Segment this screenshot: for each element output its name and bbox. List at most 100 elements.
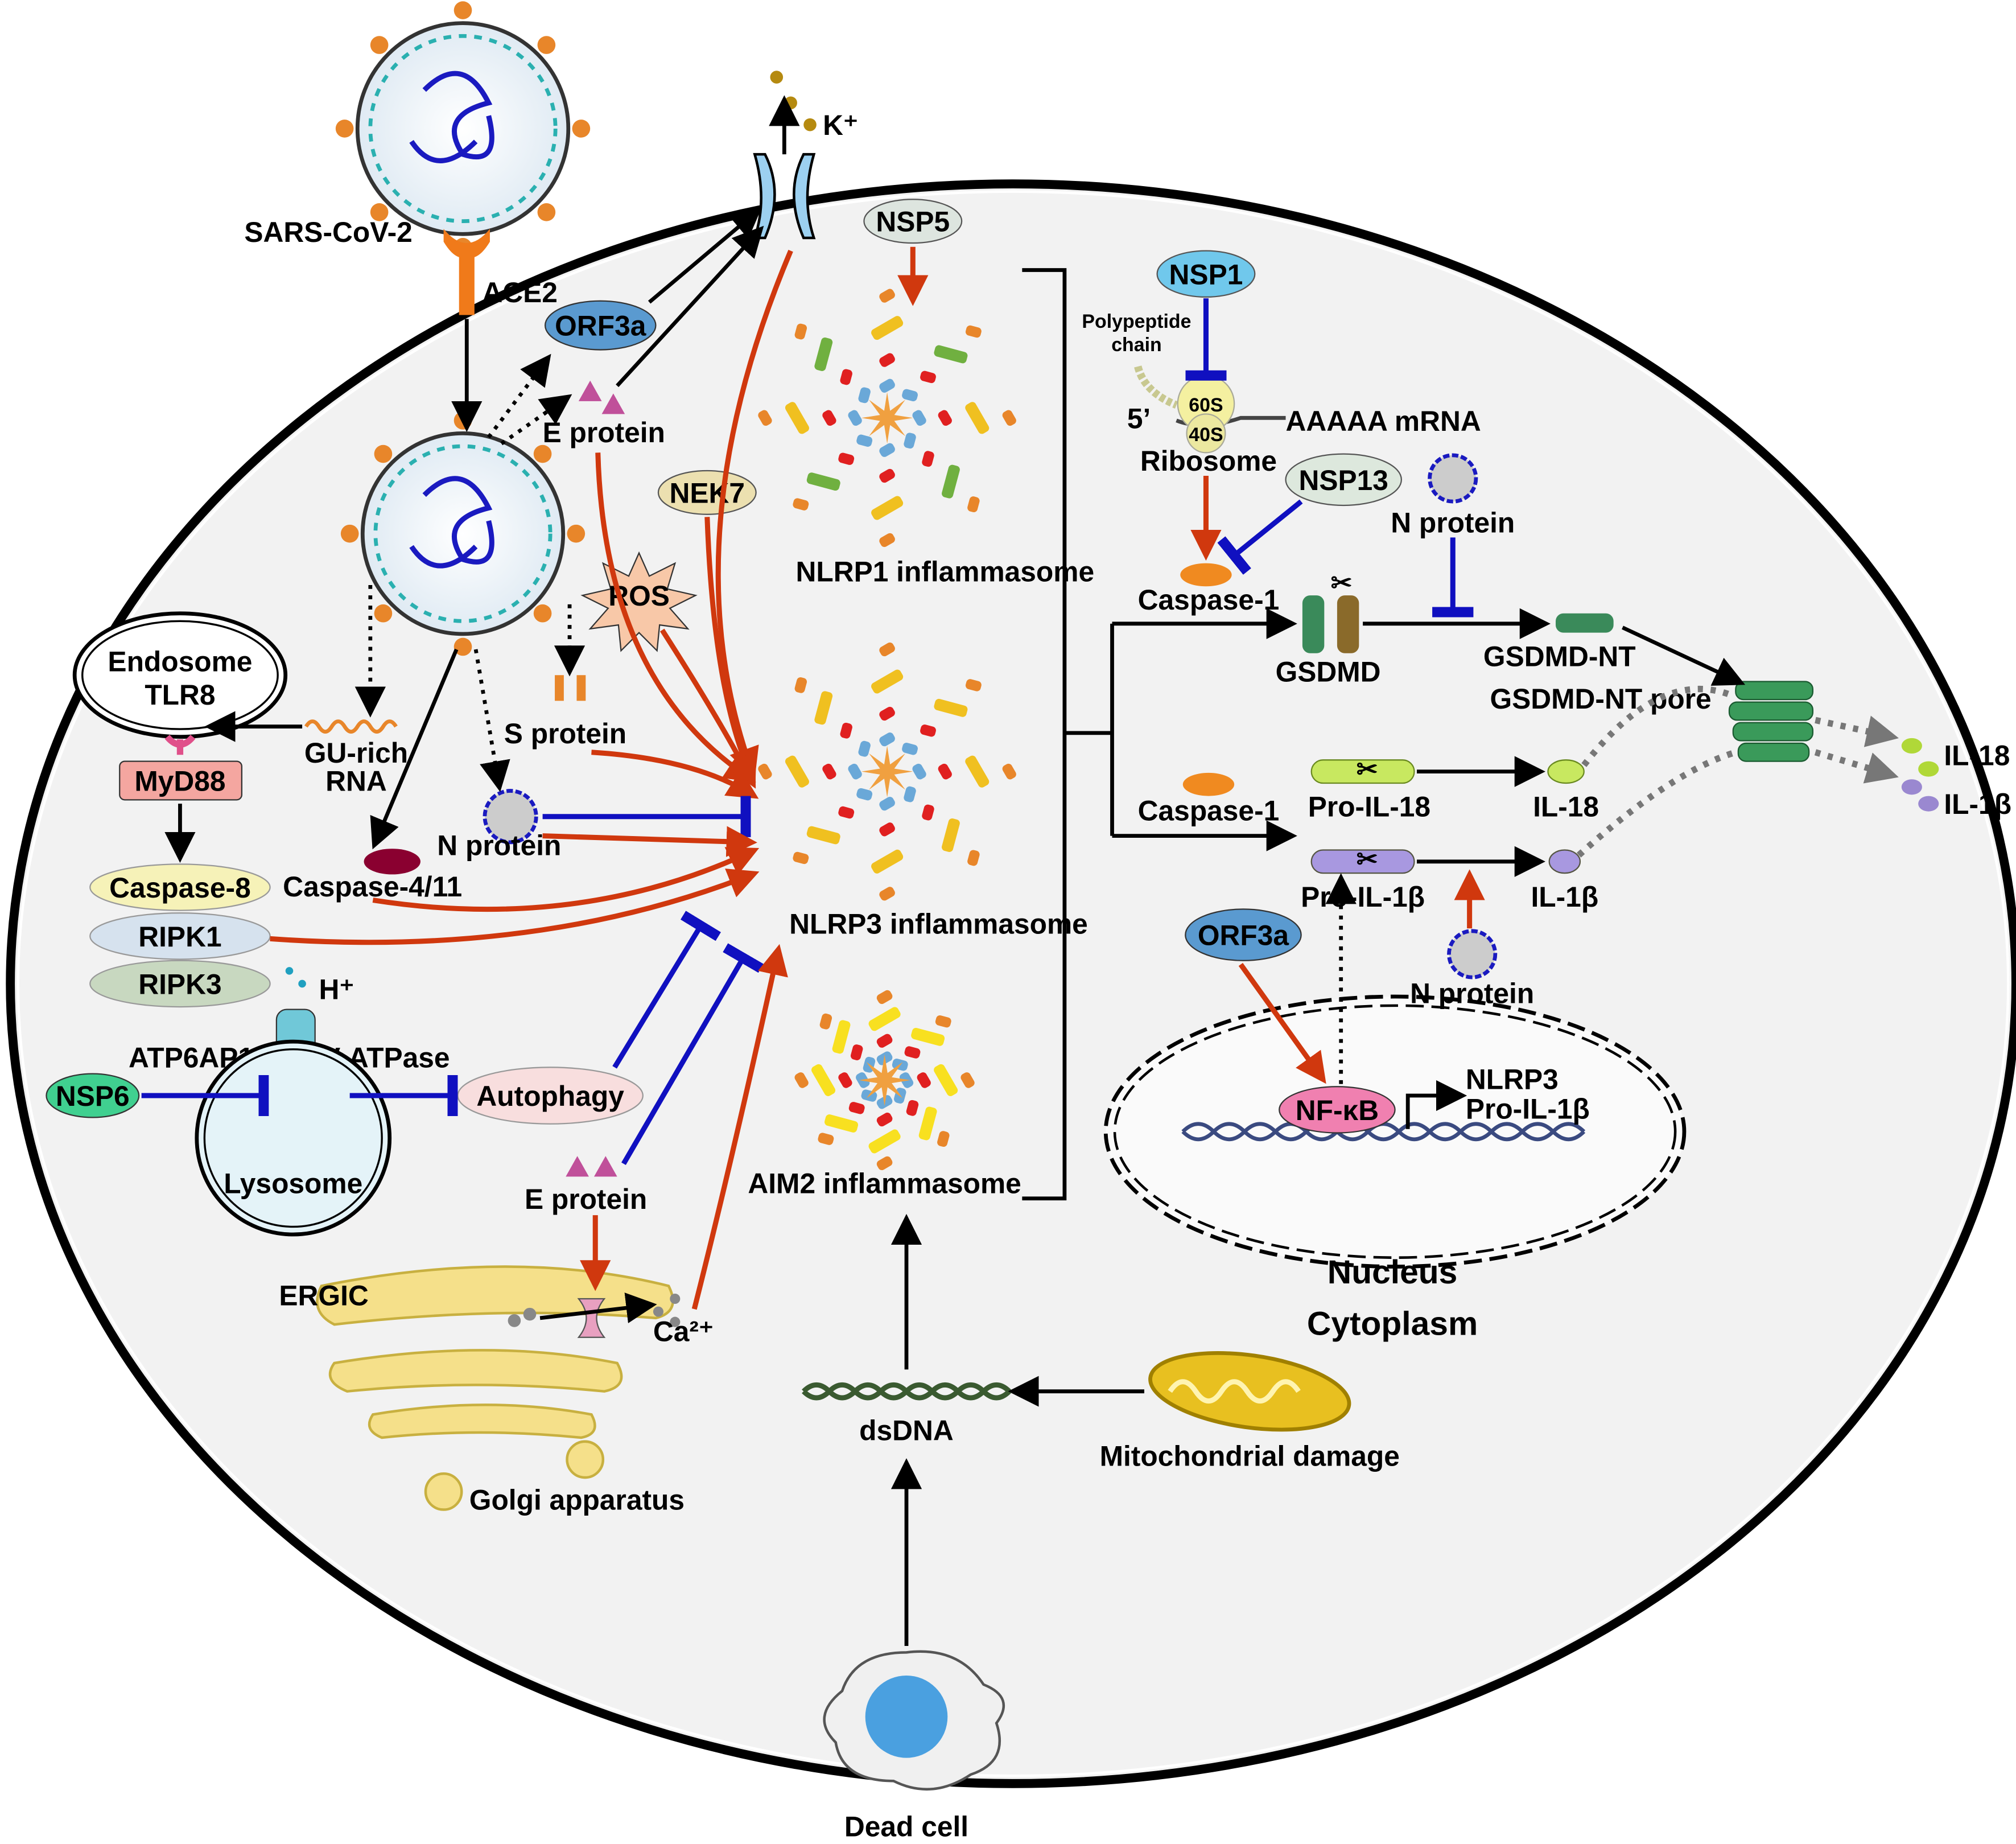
- pro-il-18-icon: [1310, 759, 1415, 784]
- inflammasome-subunit: [938, 410, 952, 426]
- svg-text:Endosome: Endosome: [108, 645, 252, 677]
- inflammasome-subunit: [960, 1072, 975, 1088]
- inflammasome-subunit: [1002, 410, 1016, 426]
- inflammasome-subunit: [879, 642, 895, 657]
- n-protein-left-label: N protein: [437, 830, 561, 862]
- inflammasome-subunit: [965, 755, 990, 788]
- mitochondrion-icon: [1148, 1351, 1351, 1432]
- ripk1-badge: RIPK1: [89, 912, 271, 960]
- inflammasome-subunit: [758, 410, 772, 426]
- inflammasome-subunit: [794, 323, 807, 340]
- mito-label: Mitochondrial damage: [1100, 1440, 1400, 1472]
- k-ion-label: K⁺: [823, 109, 858, 141]
- caspase-1b-icon: [1182, 772, 1235, 796]
- autophagy-badge: Autophagy: [457, 1067, 644, 1125]
- nsp13-badge: NSP13: [1285, 453, 1403, 507]
- inflammasome-subunit: [967, 850, 980, 866]
- inflammasome-subunit: [850, 1044, 863, 1060]
- n-protein-right-label: N protein: [1410, 977, 1534, 1009]
- inflammasome-subunit: [937, 1131, 950, 1147]
- svg-text:Autophagy: Autophagy: [476, 1080, 624, 1112]
- gu-rich-rna-icon: [304, 719, 398, 734]
- svg-text:Caspase-8: Caspase-8: [109, 872, 251, 904]
- n-protein-right-icon: [1447, 929, 1498, 979]
- n-protein-top-label: N protein: [1391, 507, 1515, 538]
- inflammasome-subunit: [934, 698, 968, 717]
- inflammasome-subunit: [965, 325, 982, 338]
- nlrp1-inflammasome-icon: [758, 289, 1016, 548]
- inflammasome-subunit: [920, 725, 936, 737]
- inflammasome-subunit: [848, 1102, 865, 1114]
- n-protein-icon: [483, 789, 538, 845]
- inflammasome-subunit: [856, 434, 873, 447]
- inflammasome-subunit: [922, 804, 934, 821]
- caspase-8-badge: Caspase-8: [89, 863, 271, 911]
- inflammasome-subunit: [934, 1064, 958, 1096]
- inflammasome-subunit: [879, 289, 895, 303]
- inflammasome-subunit: [785, 402, 809, 434]
- nlrp1-label: NLRP1 inflammasome: [795, 555, 1094, 587]
- inflammasome-subunit: [879, 887, 895, 901]
- orf3a-right-badge: ORF3a: [1185, 908, 1302, 961]
- svg-text:NSP13: NSP13: [1298, 464, 1388, 496]
- inflammasome-subunit: [879, 797, 895, 811]
- inflammasome-subunit: [967, 496, 980, 512]
- mrna-label: AAAAA mRNA: [1286, 405, 1481, 437]
- myd88-box: MyD88: [119, 760, 243, 801]
- inflammasome-subunit: [838, 452, 855, 465]
- polypeptide-chain-icon: [1134, 365, 1178, 409]
- gu-rich-rna-label-2: RNA: [325, 765, 387, 797]
- svg-text:✂: ✂: [1357, 755, 1378, 784]
- nsp5-badge: NSP5: [863, 199, 963, 244]
- inflammasome-subunit: [942, 464, 960, 499]
- svg-text:ORF3a: ORF3a: [555, 310, 646, 342]
- svg-text:MyD88: MyD88: [134, 765, 225, 797]
- inflammasome-subunit: [879, 443, 895, 457]
- il-18-out-label: IL-18: [1944, 739, 2010, 771]
- il-1b-icon: [1548, 849, 1581, 874]
- inflammasome-subunit: [879, 822, 895, 837]
- inflammasome-core: [859, 1054, 910, 1106]
- gsdmd-icon: ✂: [1302, 568, 1359, 653]
- inflammasome-subunit: [840, 369, 852, 385]
- inflammasome-subunit: [858, 387, 871, 404]
- inflammasome-subunit: [938, 763, 952, 780]
- inflammasome-subunit: [818, 1133, 834, 1145]
- svg-text:NSP5: NSP5: [876, 206, 950, 238]
- inflammasome-subunit: [793, 851, 809, 865]
- sars-cov-2-virion-icon: [335, 1, 591, 256]
- inflammasome-subunit: [868, 1129, 901, 1154]
- lysosome: Lysosome: [195, 1039, 392, 1237]
- pro-il-1b-gene-label: Pro-IL-1β: [1466, 1093, 1590, 1125]
- inflammasome-subunit: [871, 669, 904, 694]
- nlrp3-label: NLRP3 inflammasome: [789, 908, 1088, 940]
- svg-text:NSP6: NSP6: [56, 1080, 130, 1112]
- inflammasome-subunit: [934, 345, 968, 364]
- aim2-inflammasome-icon: [794, 990, 975, 1170]
- inflammasome-subunit: [920, 371, 936, 384]
- inflammasome-subunit: [879, 353, 895, 367]
- e-protein-icon: [578, 380, 625, 414]
- e-protein-top-label: E protein: [543, 417, 665, 448]
- inflammasome-subunit: [879, 706, 895, 721]
- inflammasome-subunit: [904, 786, 916, 802]
- dead-cell-icon: [823, 1650, 1005, 1791]
- inflammasome-core: [861, 746, 913, 797]
- h-ion-label: H⁺: [319, 974, 354, 1006]
- svg-text:RIPK1: RIPK1: [138, 921, 221, 953]
- inflammasome-subunit: [785, 755, 809, 788]
- inflammasome-subunit: [876, 990, 893, 1005]
- inflammasome-subunit: [848, 763, 862, 780]
- internalized-virion-icon: [340, 411, 586, 656]
- inflammasome-subunit: [871, 316, 904, 340]
- nek7-badge: NEK7: [657, 470, 757, 515]
- ergic-label: ERGIC: [279, 1279, 368, 1311]
- pathway-arrows: [141, 95, 1899, 1647]
- inflammasome-subunit: [794, 677, 807, 693]
- tlr8-receptor-icon: [164, 734, 196, 755]
- il-18-secreted-icon: [1901, 738, 1939, 777]
- ca-ion-label: Ca²⁺: [653, 1316, 714, 1348]
- inflammasome-subunit: [876, 1034, 893, 1048]
- nucleus: [1103, 994, 1687, 1269]
- nucleus-label: Nucleus: [1327, 1254, 1458, 1291]
